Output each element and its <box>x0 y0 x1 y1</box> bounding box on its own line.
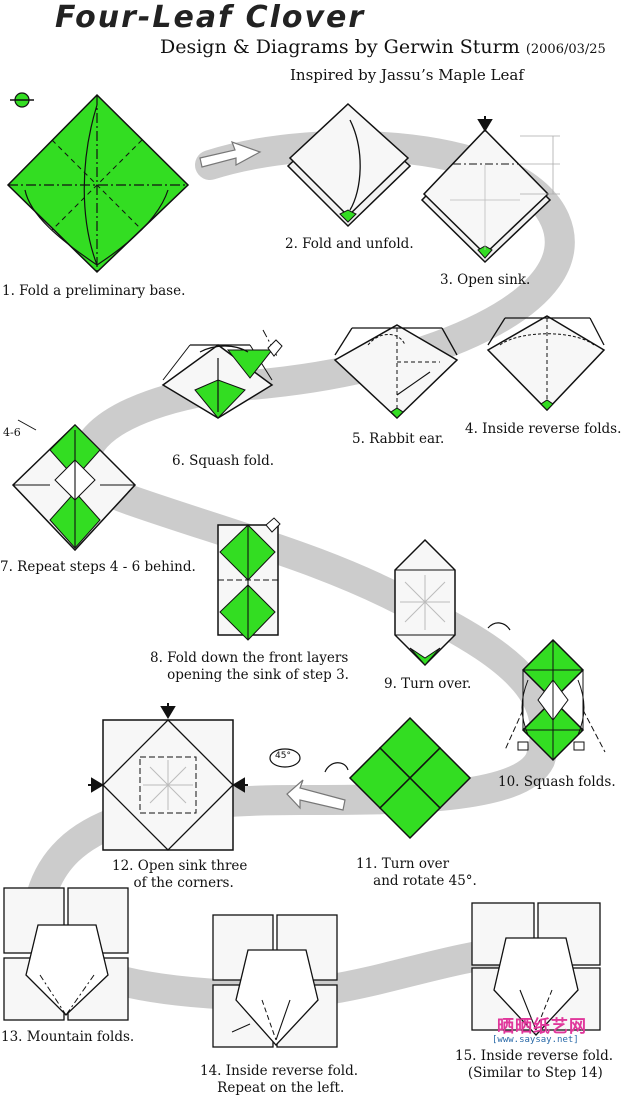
turn-over-arrow-2 <box>324 762 349 773</box>
step6-caption: 6. Squash fold. <box>172 453 275 469</box>
arrow-to-step2 <box>199 141 262 168</box>
step14-model <box>212 914 338 1048</box>
step10-caption: 10. Squash folds. <box>498 774 616 790</box>
step15-caption: 15. Inside reverse fold. (Similar to Ste… <box>455 1048 614 1081</box>
credit-line: Design & Diagrams by Gerwin Sturm (2006/… <box>160 36 606 58</box>
step13-model <box>3 887 129 1021</box>
step1-model <box>6 93 190 274</box>
rotate-marker <box>269 748 301 768</box>
step2-caption: 2. Fold and unfold. <box>285 236 414 252</box>
step8-model <box>217 517 281 641</box>
step11-model <box>348 716 472 840</box>
repeat-marker-label: 4-6 <box>3 426 21 439</box>
step7-caption: 7. Repeat steps 4 - 6 behind. <box>0 559 196 575</box>
step10-model <box>504 638 606 762</box>
turn-over-arrow <box>487 622 511 631</box>
step12-caption: 12. Open sink three of the corners. <box>112 858 248 891</box>
inspired-line: Inspired by Jassu’s Maple Leaf <box>290 66 524 84</box>
step5-model <box>333 324 459 420</box>
watermark-url: [www.saysay.net] <box>492 1035 579 1045</box>
arrow-to-step12 <box>286 779 346 811</box>
step14-caption: 14. Inside reverse fold. Repeat on the l… <box>200 1063 359 1096</box>
step12-model <box>88 703 248 851</box>
step9-model <box>394 538 456 667</box>
step7-model <box>11 419 137 552</box>
step3-caption: 3. Open sink. <box>440 272 531 288</box>
credit-text: Design & Diagrams by Gerwin Sturm <box>160 36 520 58</box>
step15-model <box>471 902 601 1036</box>
turn-symbol <box>10 92 34 108</box>
step5-caption: 5. Rabbit ear. <box>352 431 445 447</box>
step2-model <box>286 102 412 228</box>
step1-caption: 1. Fold a preliminary base. <box>2 283 186 299</box>
step8-caption: 8. Fold down the front layers opening th… <box>150 650 349 683</box>
step4-caption: 4. Inside reverse folds. <box>465 421 621 437</box>
step13-caption: 13. Mountain folds. <box>1 1029 135 1045</box>
step4-model <box>486 315 606 412</box>
step3-model <box>420 116 560 264</box>
watermark-brand: 晒晒纸艺网 <box>497 1017 587 1037</box>
credit-date: (2006/03/25 <box>525 42 606 57</box>
diagram-title: Four-Leaf Clover <box>55 0 366 35</box>
rotate-marker-label: 45° <box>275 751 291 761</box>
step9-caption: 9. Turn over. <box>384 676 472 692</box>
step11-caption: 11. Turn over and rotate 45°. <box>356 856 477 889</box>
step6-model <box>161 329 283 419</box>
